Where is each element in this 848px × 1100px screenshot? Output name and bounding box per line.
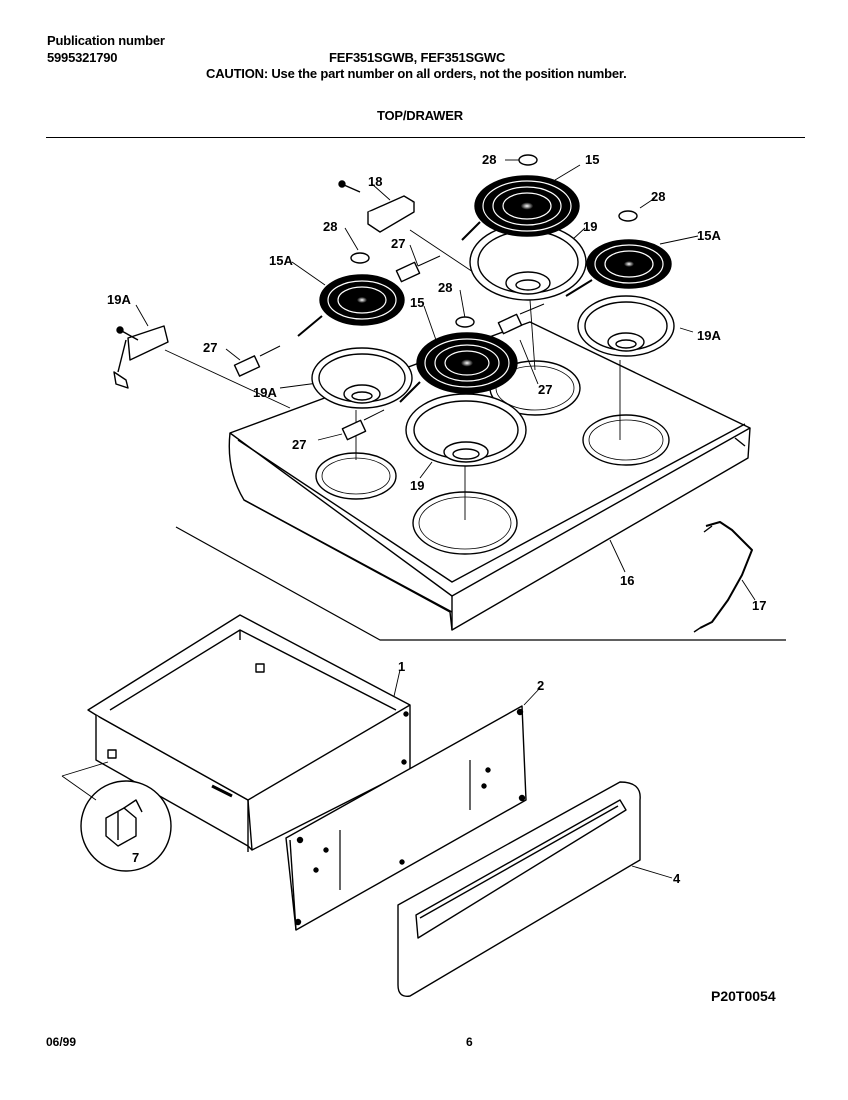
bracket-18 [338, 180, 415, 233]
surface-element-15-back [461, 175, 580, 241]
revision-date: 06/99 [46, 1035, 77, 1049]
caution-note: CAUTION: Use the part number on all orde… [206, 66, 627, 81]
callout-2: 2 [537, 678, 544, 693]
center-cap-28 [350, 154, 638, 328]
drip-pan-19a-left [311, 347, 413, 409]
page-number: 6 [466, 1035, 473, 1049]
callout-labels: 28 15 18 28 15A 28 27 19 15A 28 19A 15 1… [107, 152, 766, 886]
leader-lines [135, 159, 756, 879]
callout-28: 28 [438, 280, 452, 295]
callout-27: 27 [391, 236, 405, 251]
callout-19a: 19A [697, 328, 721, 343]
drawer-front [397, 781, 641, 997]
header-divider [46, 137, 805, 138]
drip-pan-19a-right [577, 295, 675, 357]
callout-15a: 15A [697, 228, 721, 243]
callout-19a: 19A [107, 292, 131, 307]
publication-label: Publication number [47, 33, 165, 48]
callout-15: 15 [585, 152, 599, 167]
callout-1: 1 [398, 659, 405, 674]
callout-19a: 19A [253, 385, 277, 400]
figure-id: P20T0054 [711, 988, 776, 1004]
callout-19: 19 [410, 478, 424, 493]
callout-19: 19 [583, 219, 597, 234]
publication-number: 5995321790 [47, 50, 118, 65]
drip-pan-19-back [469, 223, 587, 301]
model-numbers: FEF351SGWB, FEF351SGWC [329, 50, 506, 65]
callout-27: 27 [538, 382, 552, 397]
callout-15: 15 [410, 295, 424, 310]
callout-16: 16 [620, 573, 634, 588]
callout-28: 28 [323, 219, 337, 234]
bracket-18a [113, 325, 169, 389]
surface-element-15a-right [565, 239, 672, 297]
drawer-stop-detail [61, 761, 172, 872]
callout-17: 17 [752, 598, 766, 613]
callout-28: 28 [482, 152, 496, 167]
section-title: TOP/DRAWER [377, 108, 463, 123]
callout-27: 27 [292, 437, 306, 452]
surface-element-15-front [399, 332, 518, 403]
callout-4: 4 [673, 871, 681, 886]
callout-15a: 15A [269, 253, 293, 268]
callout-28: 28 [651, 189, 665, 204]
wire-17 [693, 521, 753, 633]
drip-pan-19-front [405, 393, 527, 467]
drawer-back-panel [285, 705, 527, 931]
callout-7: 7 [132, 850, 139, 865]
drawer-body [87, 614, 411, 852]
surface-element-15a-left [297, 274, 405, 337]
receptacle-27 [233, 255, 545, 441]
callout-27: 27 [203, 340, 217, 355]
callout-18: 18 [368, 174, 382, 189]
